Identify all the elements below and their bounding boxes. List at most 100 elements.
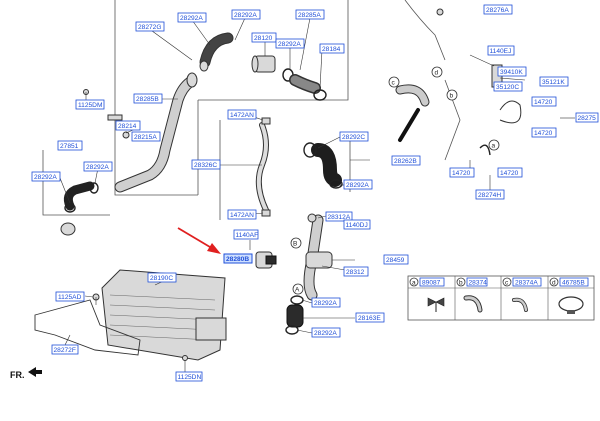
svg-text:28215A: 28215A [134, 134, 157, 141]
svg-text:1472AN: 1472AN [230, 112, 254, 119]
svg-text:35121K: 35121K [542, 79, 565, 86]
label-1140DJ[interactable]: 1140DJ [343, 219, 371, 230]
callout-A[interactable]: A [292, 283, 304, 295]
label-28312[interactable]: 28312 [343, 266, 369, 277]
label-14720-a[interactable]: 14720 [531, 96, 557, 107]
callout-d[interactable]: d [431, 66, 443, 78]
label-1140EJ[interactable]: 1140EJ [487, 45, 515, 56]
svg-text:a: a [492, 143, 496, 150]
hose-elbow-small-icon [512, 297, 528, 312]
svg-text:28312A: 28312A [328, 214, 351, 221]
parts-legend: a 89087 b 28374 c 28374A [407, 275, 595, 321]
svg-text:28214: 28214 [118, 123, 137, 130]
label-28292A-left1[interactable]: 28292A [31, 171, 61, 182]
label-35121K[interactable]: 35121K [539, 76, 569, 87]
upper-left-bolts [83, 89, 130, 139]
label-14720-d[interactable]: 14720 [497, 167, 523, 178]
svg-text:28292A: 28292A [234, 12, 257, 19]
label-28120[interactable]: 28120 [251, 32, 277, 43]
label-28215A[interactable]: 28215A [131, 131, 161, 142]
svg-text:28292A: 28292A [314, 300, 337, 307]
legend-item-a[interactable]: a 89087 [409, 277, 445, 312]
label-35120C[interactable]: 35120C [493, 81, 523, 92]
svg-text:28292A: 28292A [314, 330, 337, 337]
label-28280B-highlighted[interactable]: 28280B [223, 253, 253, 264]
svg-text:c: c [392, 80, 396, 87]
label-39410K[interactable]: 39410K [497, 66, 527, 77]
legend-item-d[interactable]: d 46785B [549, 277, 589, 314]
svg-text:14720: 14720 [534, 130, 553, 137]
svg-text:35120C: 35120C [496, 84, 519, 91]
center-breather-hose [219, 117, 271, 220]
label-28276A[interactable]: 28276A [483, 4, 513, 15]
svg-text:28272G: 28272G [138, 24, 161, 31]
svg-text:28285A: 28285A [298, 12, 321, 19]
label-28312A[interactable]: 28312A [325, 211, 353, 222]
svg-text:28276A: 28276A [486, 7, 509, 14]
label-28272F[interactable]: 28272F [51, 344, 79, 355]
svg-text:39410K: 39410K [500, 69, 523, 76]
label-28292A-top[interactable]: 28292A [177, 12, 207, 23]
label-28285A[interactable]: 28285A [295, 9, 325, 20]
label-28292A-top2[interactable]: 28292A [231, 9, 261, 20]
svg-text:14720: 14720 [534, 99, 553, 106]
svg-text:d: d [435, 70, 439, 77]
svg-text:1125DM: 1125DM [78, 102, 102, 109]
svg-text:28190C: 28190C [150, 275, 173, 282]
svg-text:28184: 28184 [322, 46, 341, 53]
label-28292A-right[interactable]: 28292A [343, 179, 373, 190]
svg-text:b: b [459, 280, 463, 287]
clip-icon [427, 297, 445, 312]
label-28272G[interactable]: 28272G [135, 21, 165, 32]
label-28292A-left2[interactable]: 28292A [83, 161, 113, 172]
label-28184[interactable]: 28184 [319, 43, 345, 54]
callout-a-upper[interactable]: a [488, 139, 500, 151]
svg-text:28312: 28312 [346, 269, 365, 276]
label-14720-b[interactable]: 14720 [531, 127, 557, 138]
red-pointer-arrow [177, 227, 221, 254]
upper-intake-frame [114, 0, 349, 196]
svg-text:28292A: 28292A [86, 164, 109, 171]
strap [398, 108, 420, 142]
svg-text:28292A: 28292A [180, 15, 203, 22]
resonator-hose [251, 55, 327, 101]
hose-elbow-icon [463, 295, 483, 313]
front-direction-label: FR. [10, 370, 25, 380]
svg-text:1140AF: 1140AF [236, 232, 259, 239]
label-1125DM[interactable]: 1125DM [75, 99, 105, 110]
label-28163E[interactable]: 28163E [355, 312, 385, 323]
callout-b-upper[interactable]: b [446, 89, 458, 101]
callout-B[interactable]: B [290, 237, 302, 249]
label-28292A-b1[interactable]: 28292A [311, 297, 341, 308]
label-27851[interactable]: 27851 [57, 140, 83, 151]
label-1125DN[interactable]: 1125DN [175, 371, 203, 382]
label-28275[interactable]: 28275 [575, 112, 599, 123]
label-28292C[interactable]: 28292C [339, 131, 369, 142]
outlet-pipe [303, 213, 333, 301]
upper-right-assembly [395, 0, 522, 161]
lower-hose [285, 295, 304, 335]
label-28274H[interactable]: 28274H [475, 189, 505, 200]
label-28190C[interactable]: 28190C [147, 272, 177, 283]
svg-text:14720: 14720 [452, 170, 471, 177]
label-28292A-b2[interactable]: 28292A [311, 327, 341, 338]
intake-pipe [114, 72, 198, 193]
label-1140AF[interactable]: 1140AF [233, 229, 259, 240]
svg-text:28285B: 28285B [136, 96, 159, 103]
label-28292A-mid[interactable]: 28292A [275, 38, 305, 49]
label-28285B[interactable]: 28285B [133, 93, 163, 104]
label-28214[interactable]: 28214 [115, 120, 141, 131]
label-14720-c[interactable]: 14720 [449, 167, 475, 178]
legend-item-b[interactable]: b 28374 [456, 277, 488, 313]
label-28459[interactable]: 28459 [383, 254, 409, 265]
label-28326C[interactable]: 28326C [191, 159, 221, 170]
label-1472AN-bot[interactable]: 1472AN [227, 209, 257, 220]
callout-c[interactable]: c [388, 76, 400, 88]
svg-text:a: a [412, 280, 416, 287]
svg-text:b: b [450, 93, 454, 100]
label-28262B[interactable]: 28262B [391, 155, 421, 166]
legend-item-c[interactable]: c 28374A [502, 277, 542, 312]
svg-text:1140EJ: 1140EJ [490, 48, 512, 55]
label-1125AD[interactable]: 1125AD [55, 291, 85, 302]
label-1472AN-top[interactable]: 1472AN [227, 109, 257, 120]
